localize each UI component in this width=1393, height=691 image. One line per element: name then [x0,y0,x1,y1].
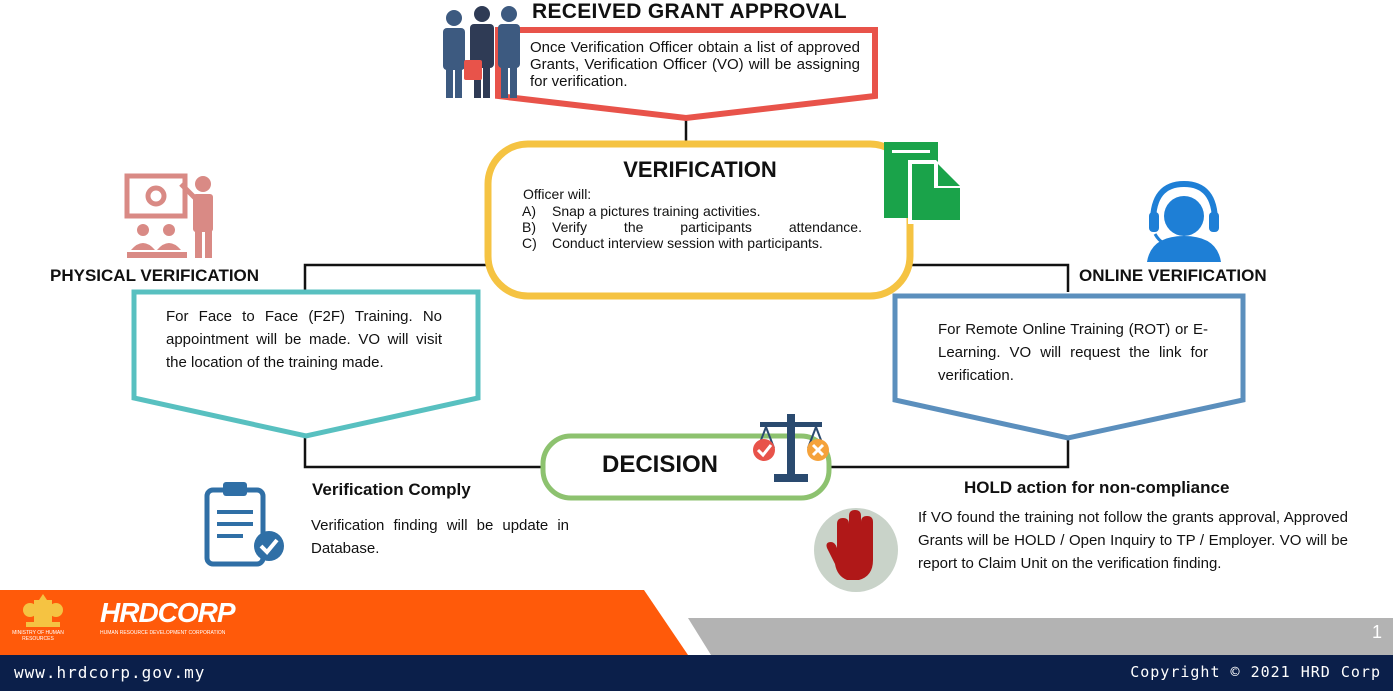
list-marker: C) [522,235,537,251]
online-text: For Remote Online Training (ROT) or E-Le… [938,321,1208,384]
list-item: C) Conduct interview session with partic… [522,235,862,251]
list-item: A) Snap a pictures training activities. [522,203,862,219]
list-text: Conduct interview session with participa… [552,235,823,251]
online-box-shape [892,293,1246,441]
received-text: Once Verification Officer obtain a list … [530,39,860,90]
list-text: Verify the participants attendance. [552,219,862,235]
ministry-label: MINISTRY OF HUMAN RESOURCES [12,630,64,642]
page-number: 1 [1372,622,1383,642]
copyright-text: Copyright © 2021 HRD Corp [1130,663,1381,681]
hold-text: If VO found the training not follow the … [918,509,1348,572]
decision-title: DECISION [602,451,719,478]
comply-text: Verification finding will be update in D… [311,517,569,557]
business-people-icon [443,6,520,98]
list-item: B) Verify the participants attendance. [522,219,862,235]
corp-label: HUMAN RESOURCE DEVELOPMENT CORPORATION [100,630,226,636]
physical-text: For Face to Face (F2F) Training. No appo… [166,308,442,371]
website-link[interactable]: www.hrdcorp.gov.my [14,663,206,682]
presentation-icon [124,173,213,258]
list-text: Snap a pictures training activities. [552,203,761,219]
hold-title: HOLD action for non-compliance [964,478,1230,497]
footer-orange-band [0,590,688,655]
stop-hand-icon [814,508,898,592]
clipboard-check-icon [204,482,284,567]
footer-gray-band [688,618,1393,655]
malaysia-crest-icon [23,594,63,627]
received-box-shape [495,27,878,122]
footer-bar [0,655,1393,691]
online-title: ONLINE VERIFICATION [1079,266,1267,285]
hrdcorp-logo: HRDCORP [100,597,236,628]
comply-title: Verification Comply [312,480,471,499]
received-title: RECEIVED GRANT APPROVAL [532,0,847,23]
headset-support-icon [1147,180,1221,262]
physical-title: PHYSICAL VERIFICATION [50,266,260,285]
verification-list: A) Snap a pictures training activities. … [522,203,862,251]
physical-box-shape [131,289,481,439]
document-icon [884,142,964,224]
list-marker: A) [522,203,536,219]
scales-icon [753,414,829,482]
verification-title: VERIFICATION [623,157,777,182]
verification-intro: Officer will: [523,186,592,202]
list-marker: B) [522,219,536,235]
